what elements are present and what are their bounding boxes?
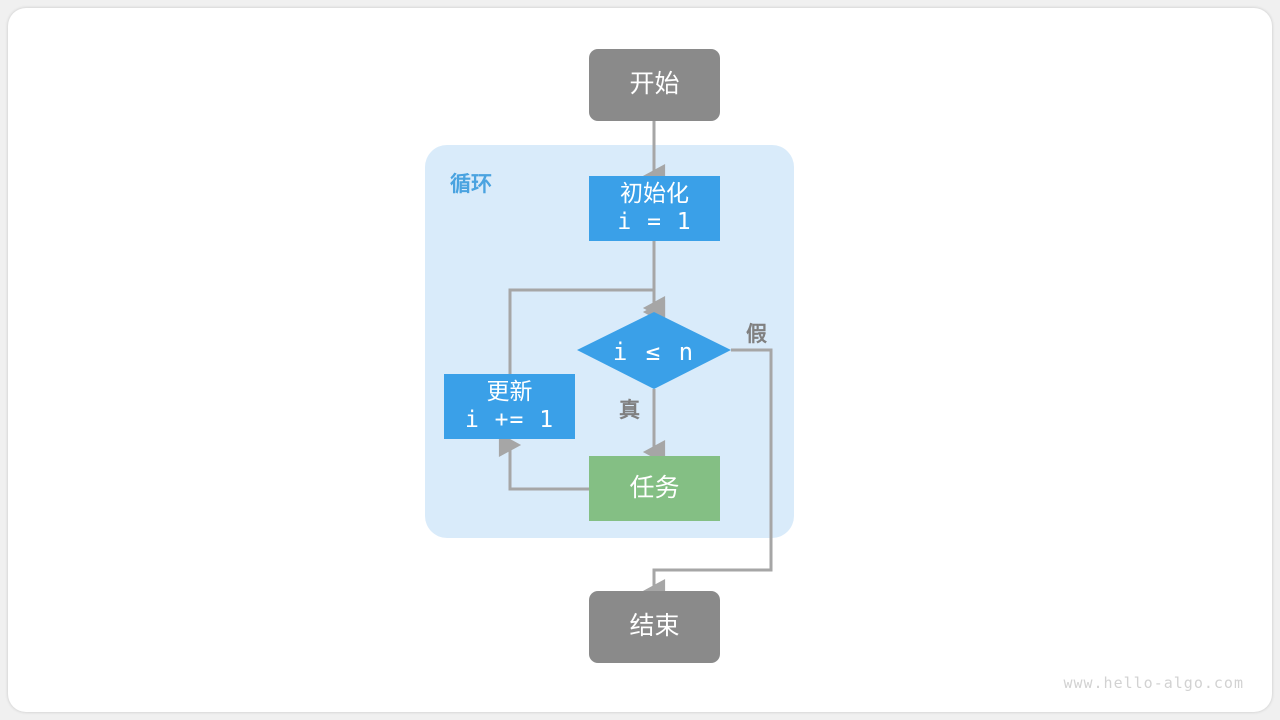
node-end-label: 结束 (629, 612, 680, 641)
node-task[interactable]: 任务 (589, 456, 720, 521)
condition-diamond (577, 312, 731, 389)
branch-label-true: 真 (619, 398, 640, 422)
loop-group-label: 循环 (450, 172, 492, 196)
node-end[interactable]: 结束 (589, 591, 720, 663)
node-start[interactable]: 开始 (589, 49, 720, 121)
edge-condition-false-to-end (642, 348, 773, 603)
node-condition-label: i ≤ n (612, 338, 696, 366)
node-start-label: 开始 (629, 70, 680, 99)
flowchart-canvas (425, 121, 794, 603)
node-init-line1: 初始化 (620, 181, 689, 208)
node-task-label: 任务 (629, 473, 680, 502)
node-init-line2: i = 1 (617, 208, 692, 235)
diagram-card: 循环 开始 初始化 i = 1 i ≤ n 真 假 更新 i += 1 任务 结… (8, 8, 1272, 712)
edge-update-to-condition (508, 288, 666, 374)
node-update[interactable]: 更新 i += 1 (444, 374, 575, 439)
node-init[interactable]: 初始化 i = 1 (589, 176, 720, 241)
branch-label-false: 假 (746, 322, 767, 346)
edge-task-to-update (498, 433, 589, 491)
watermark: www.hello-algo.com (1063, 674, 1244, 692)
node-update-line1: 更新 (486, 379, 533, 406)
node-update-line2: i += 1 (464, 406, 555, 433)
